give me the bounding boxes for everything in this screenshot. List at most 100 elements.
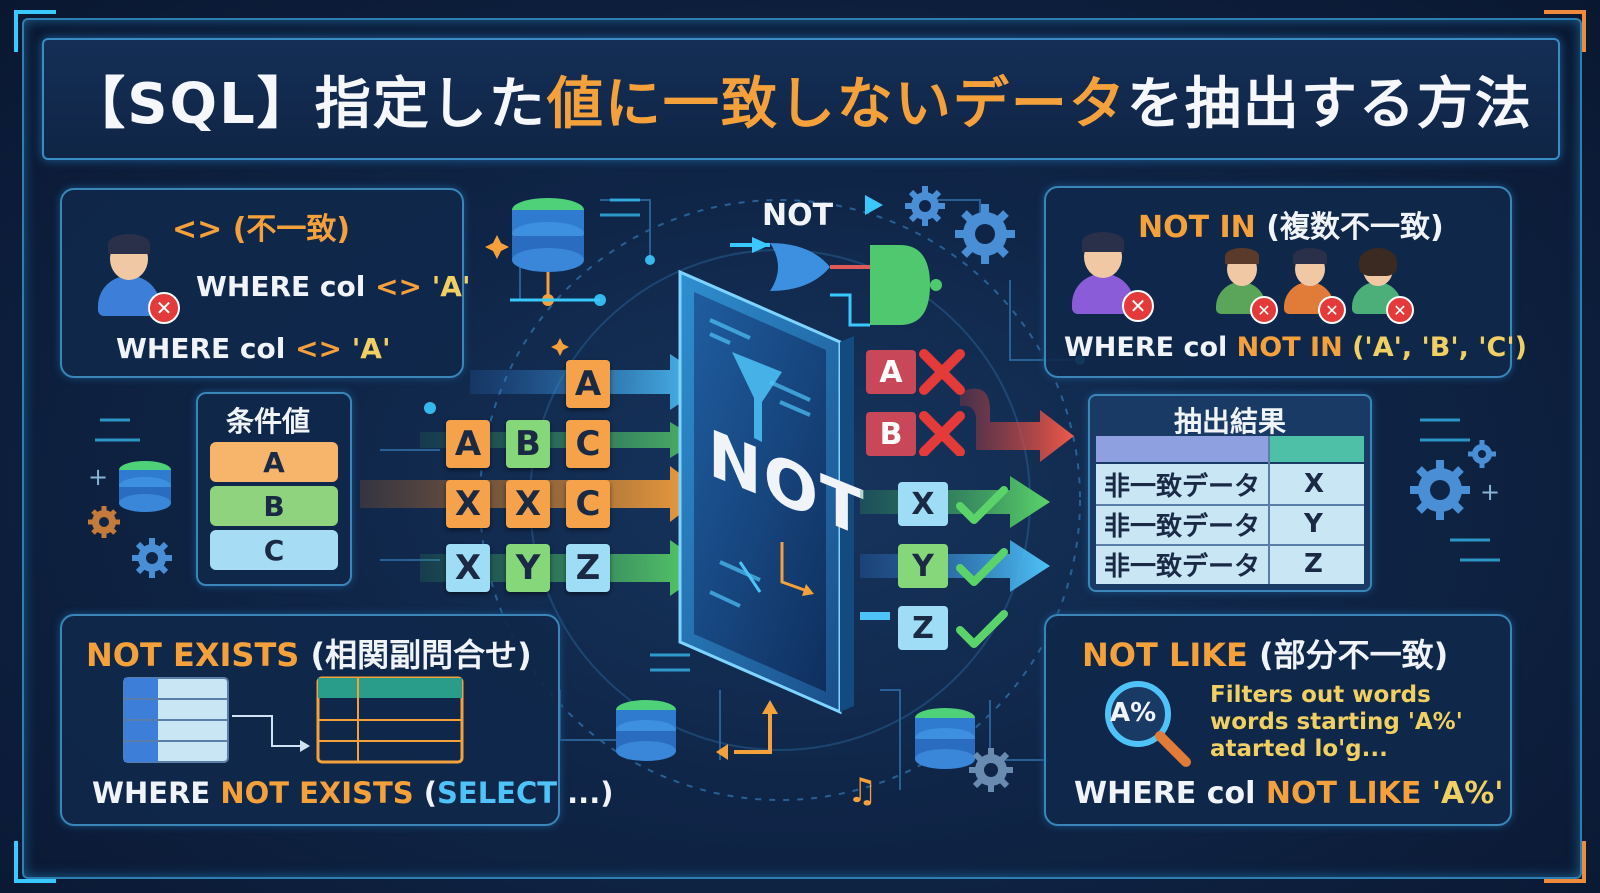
input-tile: Z (566, 544, 610, 592)
person-icon: ✕ (1214, 246, 1278, 324)
music-note-icon: ♫ (847, 771, 877, 811)
outer-frame (22, 18, 1582, 879)
result-body (1096, 464, 1364, 584)
not-equal-code-2: WHERE col <> 'A' (116, 332, 391, 365)
description-line: Filters out words (1210, 682, 1431, 708)
person-icon: ✕ (94, 230, 180, 324)
code-text: WHERE col (116, 332, 296, 365)
frame-corner (1544, 841, 1586, 883)
cross-icon: ✕ (1250, 296, 1278, 324)
result-value: Y (1304, 509, 1323, 539)
result-header-cell (1096, 436, 1268, 462)
not-in-subtitle: (複数不一致) (1255, 210, 1444, 245)
subquery-diagram (123, 676, 464, 764)
frame-corner (14, 841, 56, 883)
not-in-keyword: NOT IN (1138, 210, 1256, 245)
input-tile: B (506, 420, 550, 468)
input-tile: C (566, 480, 610, 528)
condition-title: 条件値 (226, 405, 311, 438)
gear-icon (905, 186, 1015, 264)
input-tile: A (446, 420, 490, 468)
input-tile: X (446, 544, 490, 592)
not-in-code: WHERE col NOT IN ('A', 'B', 'C') (1064, 332, 1527, 363)
not-equal-code-1: WHERE col <> 'A' (196, 270, 471, 303)
panel-not-exists: NOT EXISTS (相関副問合せ) WHERE NOT EXISTS (SE… (60, 614, 613, 826)
not-like-subtitle: (部分不一致) (1247, 636, 1449, 674)
gear-icon (1410, 440, 1496, 520)
panel-not-in: NOT IN (複数不一致) ✕ ✕ ✕ ✕ WHERE col NOT IN … (1044, 186, 1527, 378)
rejected-tile: B (866, 412, 916, 456)
result-label: 非一致データ (1104, 551, 1261, 582)
database-icon (88, 461, 172, 578)
person-icon: ✕ (1068, 228, 1154, 322)
code-value: 'A' (421, 270, 471, 303)
title-highlight: 値に一致しないデータ (546, 71, 1127, 137)
panel-title: NOT EXISTS (相関副問合せ) (86, 630, 532, 676)
result-header-cell (1270, 436, 1364, 462)
magnifier-label: A% (1110, 698, 1157, 728)
input-tile: Y (506, 544, 550, 592)
check-icon (956, 486, 1008, 648)
not-equal-title: <> (不一致) (172, 212, 351, 247)
cross-icon (919, 349, 965, 456)
code-value: 'A%' (1421, 776, 1504, 811)
panel-not-equal: <> (不一致) ✕ WHERE col <> 'A' WHERE col <>… (60, 188, 471, 378)
code-keyword: <> (375, 270, 422, 303)
person-icon: ✕ (1350, 246, 1414, 324)
panel-title: NOT IN (複数不一致) (1138, 202, 1444, 246)
input-tile: C (566, 420, 610, 468)
condition-value-b: B (210, 486, 338, 526)
svg-text:+: + (88, 463, 108, 491)
code-text: WHERE col (1064, 332, 1237, 363)
frame-corner (1544, 10, 1586, 52)
output-arrows (860, 388, 1074, 620)
page-title: 【SQL】指定した値に一致しないデータを抽出する方法 (44, 40, 1558, 158)
accepted-tile: Z (898, 606, 948, 650)
condition-value-a: A (210, 442, 338, 482)
code-keyword: <> (295, 332, 342, 365)
cross-icon: ✕ (1318, 296, 1346, 324)
code-value: ('A', 'B', 'C') (1342, 332, 1527, 363)
not-exists-subtitle: (相関副問合せ) (299, 636, 532, 674)
code-select: SELECT (437, 776, 558, 810)
code-text: WHERE col (196, 270, 376, 303)
filter-icon (732, 352, 782, 442)
cross-icon: ✕ (1122, 290, 1154, 322)
not-filter-device (678, 269, 854, 715)
panel-title: <> (不一致) (172, 204, 350, 248)
accepted-tile: X (898, 482, 948, 526)
code-text: ( (413, 776, 437, 810)
result-value: X (1304, 469, 1325, 499)
logic-gate-icon (730, 237, 942, 327)
panel-condition-values: 条件値 A B C (196, 392, 352, 586)
result-table: 抽出結果 非一致データ X 非一致データ Y 非一致データ Z (1088, 394, 1372, 592)
result-label: 非一致データ (1104, 471, 1261, 502)
input-tile: A (566, 360, 610, 408)
code-text: ...) (557, 776, 614, 810)
input-tile: X (506, 480, 550, 528)
person-icon: ✕ (1282, 246, 1346, 324)
accepted-tile: Y (898, 544, 948, 588)
condition-value-c: C (210, 530, 338, 570)
panel-not-like: NOT LIKE (部分不一致) A% Filters out words wo… (1044, 614, 1512, 826)
code-keyword: NOT LIKE (1265, 776, 1422, 811)
svg-text:+: + (1480, 478, 1500, 506)
frame-corner (14, 10, 56, 52)
not-like-code: WHERE col NOT LIKE 'A%' (1074, 776, 1504, 811)
input-tile: X (446, 480, 490, 528)
not-like-keyword: NOT LIKE (1082, 636, 1248, 674)
magnifier-icon (1105, 681, 1191, 767)
description-line: atarted lo'g... (1210, 736, 1388, 762)
code-keyword: NOT EXISTS (220, 776, 414, 810)
code-text: WHERE (92, 776, 221, 810)
database-icon (616, 700, 778, 761)
code-text: WHERE col (1074, 776, 1266, 811)
not-exists-code: WHERE NOT EXISTS (SELECT ...) (92, 776, 613, 810)
rejected-tile: A (866, 350, 916, 394)
cross-icon: ✕ (148, 292, 180, 324)
result-title: 抽出結果 (1174, 405, 1287, 438)
title-banner: 【SQL】指定した値に一致しないデータを抽出する方法 (42, 38, 1560, 160)
result-value: Z (1304, 549, 1323, 579)
panel-title: NOT LIKE (部分不一致) (1082, 630, 1448, 676)
